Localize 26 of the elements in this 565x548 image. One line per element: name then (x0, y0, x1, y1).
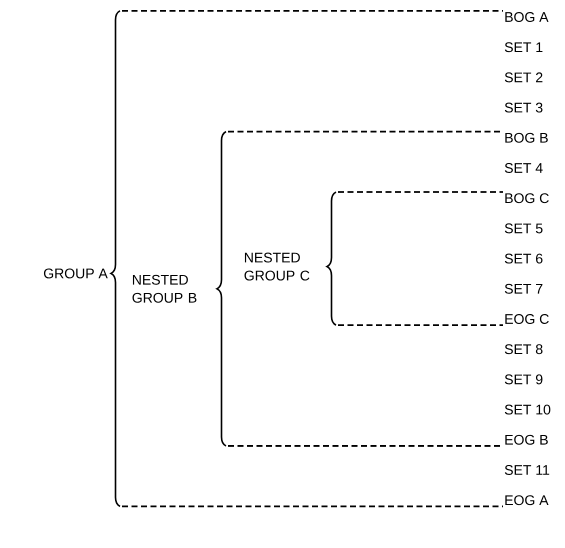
row-label: EOG A (505, 495, 549, 506)
row-label: BOG B (505, 132, 548, 143)
row-label: SET 5 (504, 223, 542, 234)
dashed-connector (228, 445, 503, 447)
group-label: GROUP A (44, 268, 108, 278)
row-label: BOG A (505, 12, 549, 22)
group-label: NESTED GROUP C (244, 252, 310, 281)
dashed-connector (122, 505, 503, 508)
dashed-connector (338, 324, 503, 326)
row-label: SET 4 (504, 163, 543, 173)
dashed-connector (228, 130, 503, 133)
row-label: SET 1 (504, 42, 542, 52)
row-label: EOG B (505, 434, 548, 445)
row-label: EOG C (505, 314, 549, 324)
group-label: NESTED GROUP B (132, 274, 196, 303)
row-label: SET 6 (504, 254, 542, 264)
row-label: SET 10 (504, 404, 550, 415)
dashed-connector (122, 10, 503, 12)
row-label: BOG C (505, 193, 549, 204)
row-label: SET 3 (504, 102, 542, 113)
row-label: SET 11 (504, 465, 550, 475)
row-label: SET 7 (504, 284, 542, 294)
row-label: SET 2 (504, 72, 542, 82)
row-label: SET 8 (504, 344, 542, 354)
row-label: SET 9 (504, 374, 542, 384)
dashed-connector (338, 191, 503, 193)
